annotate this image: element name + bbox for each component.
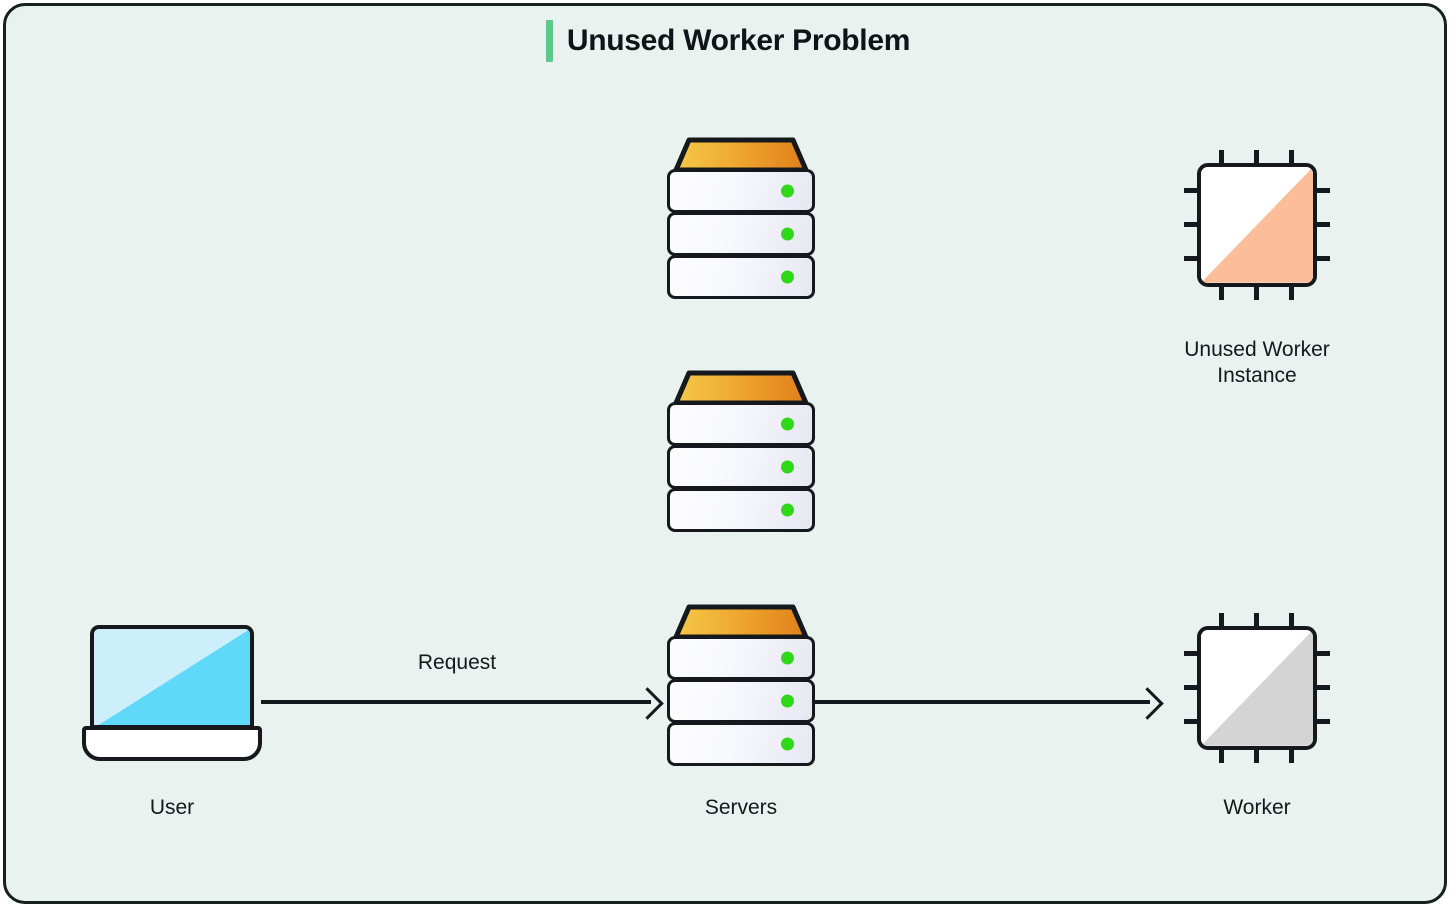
server-rack-unit [667, 212, 815, 256]
edge-user-to-servers [261, 700, 651, 704]
chip-pin-icon [1314, 256, 1330, 261]
laptop-base [82, 726, 262, 761]
laptop-icon [90, 625, 254, 729]
status-led-icon [781, 270, 794, 284]
worker-label: Worker [1223, 796, 1291, 819]
status-led-icon [781, 184, 794, 198]
status-led-icon [781, 417, 794, 431]
user-node[interactable] [82, 625, 262, 765]
chip-pin-icon [1184, 222, 1200, 227]
chip-fill-shape [1201, 630, 1313, 746]
server-rack-unit [667, 488, 815, 532]
laptop-screen-fill [94, 629, 250, 725]
server-rack-unit [667, 636, 815, 680]
server-rack-unit [667, 402, 815, 446]
chip-pin-icon [1314, 222, 1330, 227]
server-stack-2[interactable] [667, 370, 815, 532]
user-label: User [149, 796, 195, 819]
title-accent-bar [545, 20, 553, 62]
server-rack-unit [667, 255, 815, 299]
servers-label: Servers [704, 796, 778, 819]
chip-pin-icon [1314, 719, 1330, 724]
chip-pin-icon [1254, 150, 1259, 166]
unused-worker-instance-node[interactable] [1184, 150, 1330, 300]
chip-pin-icon [1219, 150, 1224, 166]
chip-pin-icon [1184, 719, 1200, 724]
chip-pin-icon [1184, 685, 1200, 690]
chip-pin-icon [1289, 747, 1294, 763]
chip-pin-icon [1314, 651, 1330, 656]
chip-pin-icon [1219, 613, 1224, 629]
chip-pin-icon [1219, 284, 1224, 300]
chip-pin-icon [1254, 284, 1259, 300]
status-led-icon [781, 503, 794, 517]
edge-servers-to-worker [815, 700, 1150, 704]
chip-pin-icon [1314, 685, 1330, 690]
server-top-panel-icon [673, 370, 809, 406]
worker-node[interactable] [1184, 613, 1330, 763]
cpu-chip-icon [1197, 163, 1317, 287]
chip-pin-icon [1254, 613, 1259, 629]
cpu-chip-icon [1197, 626, 1317, 750]
title-text: Unused Worker Problem [566, 24, 911, 57]
server-rack-unit [667, 679, 815, 723]
status-led-icon [781, 651, 794, 665]
chip-pin-icon [1289, 150, 1294, 166]
server-rack-unit [667, 722, 815, 766]
chip-pin-icon [1219, 747, 1224, 763]
server-top-panel-icon [673, 137, 809, 173]
unused-worker-label-line-2: Instance [1217, 364, 1297, 388]
server-rack-unit [667, 445, 815, 489]
status-led-icon [781, 460, 794, 474]
status-led-icon [781, 737, 794, 751]
chip-pin-icon [1314, 188, 1330, 193]
chip-pin-icon [1184, 651, 1200, 656]
status-led-icon [781, 227, 794, 241]
chip-fill-shape [1201, 167, 1313, 283]
chip-pin-icon [1289, 613, 1294, 629]
page-title: Unused Worker Problem [0, 20, 1456, 62]
chip-pin-icon [1289, 284, 1294, 300]
unused-worker-instance-label: Unused Worker Instance [1107, 337, 1407, 390]
server-rack-unit [667, 169, 815, 213]
unused-worker-label-line-1: Unused Worker [1184, 338, 1330, 361]
server-top-panel-icon [673, 604, 809, 640]
server-stack-1[interactable] [667, 137, 815, 299]
edge-label-request: Request [417, 651, 497, 674]
chip-pin-icon [1254, 747, 1259, 763]
server-stack-3[interactable] [667, 604, 815, 766]
chip-pin-icon [1184, 188, 1200, 193]
chip-pin-icon [1184, 256, 1200, 261]
status-led-icon [781, 694, 794, 708]
